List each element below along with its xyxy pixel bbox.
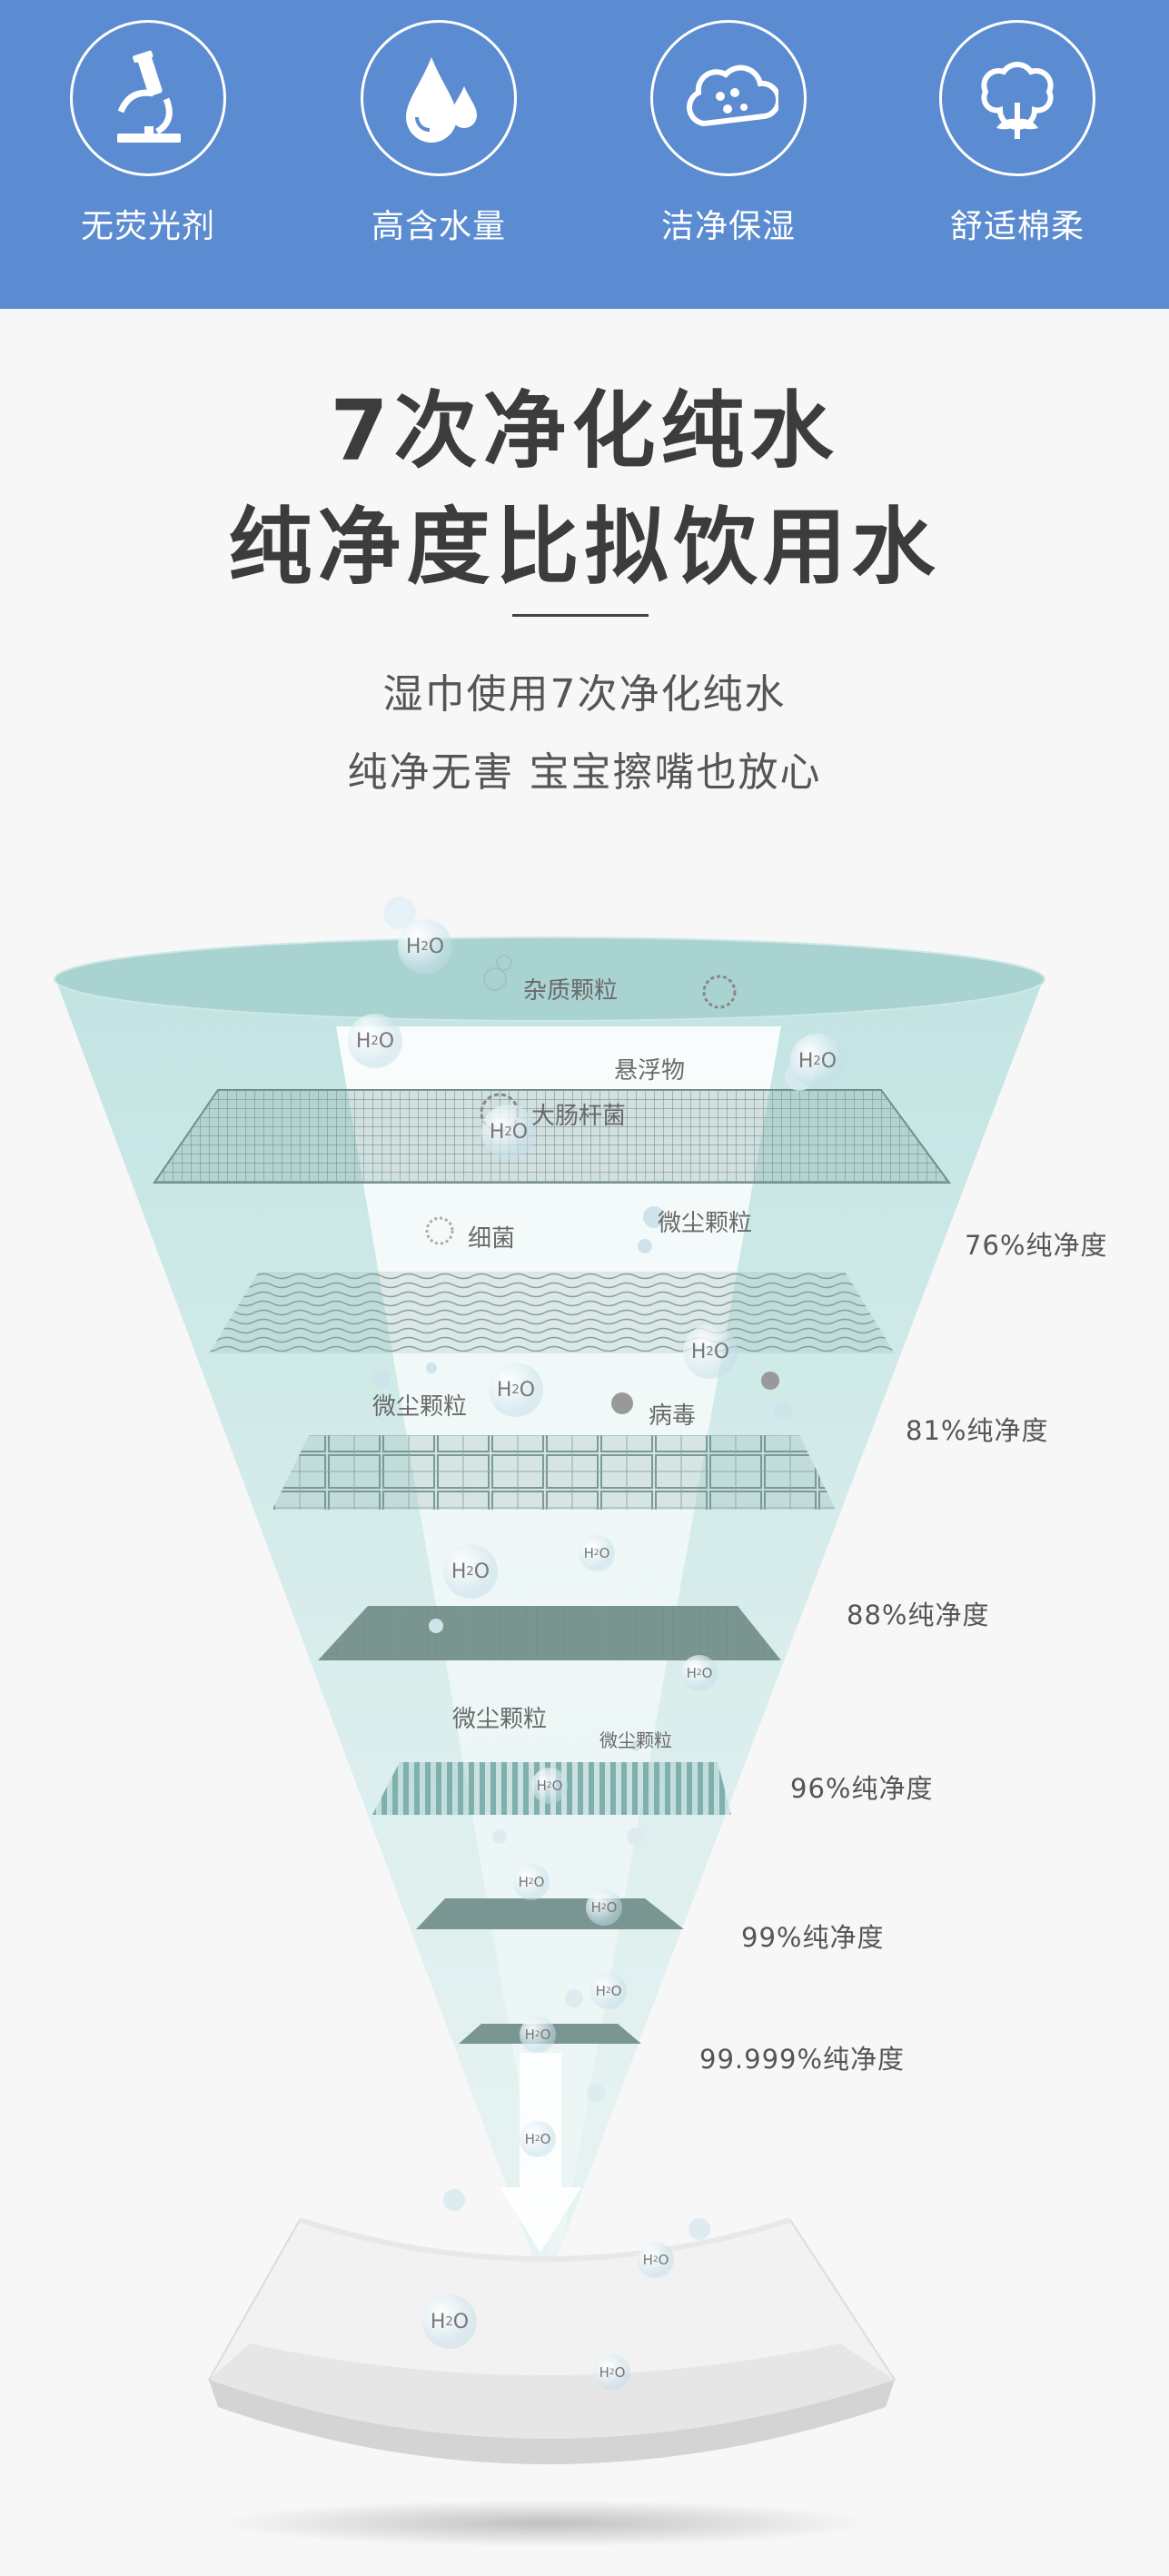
impurity-label: 悬浮物 [614,1057,686,1085]
purity-label: 99.999%纯净度 [699,2044,906,2075]
impurity-label: 微尘颗粒 [599,1729,672,1751]
impurity-label: 微尘颗粒 [658,1210,753,1237]
purity-label: 99%纯净度 [741,1922,885,1953]
purity-label: 76%纯净度 [965,1230,1108,1261]
particle-icon [702,975,737,1009]
purity-label: 88%纯净度 [847,1600,990,1630]
feature-soft-cotton: 舒适棉柔 [936,20,1099,247]
impurity-label: 大肠杆菌 [531,1103,627,1130]
cloud-icon [650,20,807,176]
feature-clean-moist: 洁净保湿 [647,20,810,247]
feature-high-water: 高含水量 [357,20,520,247]
subtitle-line-1: 湿巾使用7次净化纯水 [382,671,787,718]
virus-icon [611,1392,633,1414]
purity-label: 96%纯净度 [790,1773,934,1804]
impurity-label: 细菌 [468,1225,516,1253]
water-drop-icon [361,20,517,176]
impurity-label: 微尘颗粒 [372,1393,468,1421]
feature-label: 无荧光剂 [80,208,215,245]
microscope-icon [70,20,226,176]
germ-icon [425,1216,454,1245]
virus-icon [761,1372,779,1390]
feature-label: 洁净保湿 [660,208,796,245]
purity-label: 81%纯净度 [906,1415,1049,1446]
impurity-label: 微尘颗粒 [452,1706,548,1733]
headline-line-1: 7次净化纯水 [330,382,839,480]
feature-label: 高含水量 [371,208,506,245]
divider [512,614,649,617]
impurity-label: 病毒 [649,1402,697,1430]
feature-label: 舒适棉柔 [949,208,1085,245]
subtitle-line-2: 纯净无害 宝宝擦嘴也放心 [347,749,822,796]
feature-banner: 无荧光剂 高含水量 洁净保湿 [0,0,1169,309]
feature-no-fluorescent: 无荧光剂 [66,20,230,247]
filtration-graphic [54,897,1045,2547]
headline-line-2: 纯净度比拟饮用水 [228,499,941,596]
impurity-label: 杂质颗粒 [523,977,619,1005]
cotton-icon [939,20,1095,176]
